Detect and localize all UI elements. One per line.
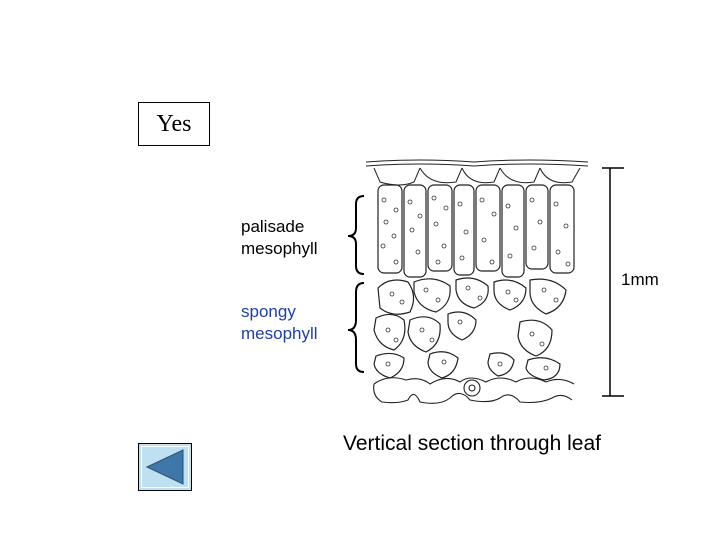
spongy-chloroplasts — [385, 285, 559, 371]
spongy-mesophyll-label: spongy mesophyll — [241, 301, 318, 345]
spongy-brace — [347, 282, 365, 373]
palisade-cells — [377, 184, 575, 278]
palisade-chloroplasts — [380, 195, 571, 267]
upper-epidermis — [365, 159, 589, 186]
spongy-mesophyll-word: mesophyll — [241, 324, 318, 343]
spongy-word: spongy — [241, 302, 296, 321]
palisade-word: palisade — [241, 217, 305, 236]
palisade-mesophyll-word: mesophyll — [241, 239, 318, 258]
lower-epidermis — [373, 377, 575, 404]
scale-label: 1mm — [621, 270, 659, 289]
spongy-cells — [373, 277, 567, 381]
palisade-mesophyll-label: palisade mesophyll — [241, 216, 318, 260]
yes-text: Yes — [156, 110, 192, 137]
diagram-caption: Vertical section through leaf — [343, 432, 601, 455]
palisade-brace — [347, 195, 365, 275]
scale-bar — [602, 167, 624, 397]
back-button[interactable] — [138, 443, 192, 491]
yes-box: Yes — [138, 102, 210, 146]
